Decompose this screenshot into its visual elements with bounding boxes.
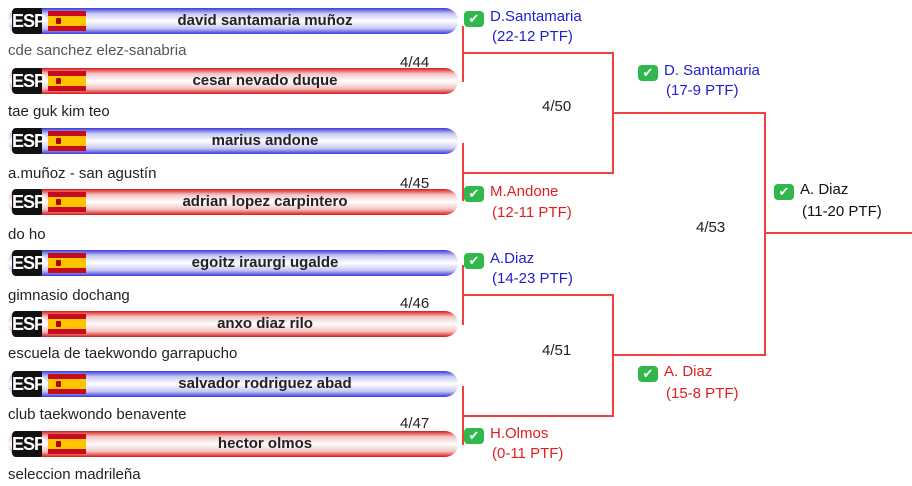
country-badge: ESP bbox=[12, 371, 46, 397]
competitor-name: anxo diaz rilo bbox=[217, 315, 313, 332]
winner-name: D. Santamaria bbox=[664, 62, 760, 79]
competitor-club: a.muñoz - san agustín bbox=[8, 165, 157, 182]
competitor-club: escuela de taekwondo garrapucho bbox=[8, 345, 238, 362]
bracket-line bbox=[764, 112, 766, 356]
competitor-name: salvador rodriguez abad bbox=[178, 375, 352, 392]
bracket-line bbox=[612, 112, 766, 114]
bracket-line bbox=[462, 415, 614, 417]
competitor-club: tae guk kim teo bbox=[8, 103, 110, 120]
match-winner: ✔ A. Diaz bbox=[638, 362, 712, 382]
country-badge: ESP bbox=[12, 8, 46, 34]
winner-score: (11-20 PTF) bbox=[802, 203, 882, 220]
competitor-club: do ho bbox=[8, 226, 46, 243]
spain-flag-icon bbox=[48, 314, 86, 334]
spain-flag-icon bbox=[48, 131, 86, 151]
country-badge: ESP bbox=[12, 68, 46, 94]
competitor-name: cesar nevado duque bbox=[192, 72, 338, 89]
match-winner: ✔ D. Santamaria bbox=[638, 61, 760, 81]
competitor-bar: ESP marius andone bbox=[8, 128, 458, 154]
competitor-name: egoitz iraurgi ugalde bbox=[191, 254, 339, 271]
competitor-bar: ESP anxo diaz rilo bbox=[8, 311, 458, 337]
check-icon: ✔ bbox=[774, 184, 794, 200]
competitor-bar: ESP egoitz iraurgi ugalde bbox=[8, 250, 458, 276]
competitor-club: club taekwondo benavente bbox=[8, 406, 187, 423]
check-icon: ✔ bbox=[638, 366, 658, 382]
spain-flag-icon bbox=[48, 374, 86, 394]
bracket-line bbox=[462, 294, 614, 296]
winner-name: M.Andone bbox=[490, 183, 559, 200]
match-winner: ✔ A.Diaz bbox=[464, 249, 534, 269]
bracket-line bbox=[462, 52, 614, 54]
spain-flag-icon bbox=[48, 192, 86, 212]
winner-score: (12-11 PTF) bbox=[492, 204, 572, 221]
competitor-club: seleccion madrileña bbox=[8, 466, 141, 483]
winner-name: A.Diaz bbox=[490, 250, 535, 267]
winner-name: H.Olmos bbox=[490, 425, 549, 442]
competitor-name: david santamaria muñoz bbox=[177, 12, 353, 29]
bracket-line bbox=[462, 26, 464, 82]
spain-flag-icon bbox=[48, 253, 86, 273]
match-winner: ✔ H.Olmos bbox=[464, 424, 548, 444]
bracket-line bbox=[462, 172, 614, 174]
bracket-line bbox=[764, 232, 912, 234]
spain-flag-icon bbox=[48, 71, 86, 91]
country-badge: ESP bbox=[12, 189, 46, 215]
winner-score: (0-11 PTF) bbox=[492, 445, 564, 462]
match-number: 4/51 bbox=[542, 342, 572, 359]
competitor-club: gimnasio dochang bbox=[8, 287, 130, 304]
competitor-name: marius andone bbox=[211, 132, 319, 149]
check-icon: ✔ bbox=[464, 253, 484, 269]
spain-flag-icon bbox=[48, 434, 86, 454]
match-winner: ✔ M.Andone bbox=[464, 182, 558, 202]
competitor-bar: ESP cesar nevado duque bbox=[8, 68, 458, 94]
check-icon: ✔ bbox=[464, 186, 484, 202]
country-badge: ESP bbox=[12, 250, 46, 276]
competitor-bar: ESP hector olmos bbox=[8, 431, 458, 457]
match-number: 4/47 bbox=[400, 415, 430, 432]
competitor-name: hector olmos bbox=[217, 435, 313, 452]
winner-score: (15-8 PTF) bbox=[666, 385, 739, 402]
competitor-club: cde sanchez elez-sanabria bbox=[8, 42, 187, 59]
winner-name: D.Santamaria bbox=[490, 8, 582, 25]
winner-score: (22-12 PTF) bbox=[492, 28, 573, 45]
match-number: 4/44 bbox=[400, 54, 430, 71]
winner-name: A. Diaz bbox=[664, 363, 713, 380]
check-icon: ✔ bbox=[464, 428, 484, 444]
spain-flag-icon bbox=[48, 11, 86, 31]
competitor-name: adrian lopez carpintero bbox=[182, 193, 348, 210]
competitor-bar: ESP david santamaria muñoz bbox=[8, 8, 458, 34]
winner-score: (14-23 PTF) bbox=[492, 270, 573, 287]
check-icon: ✔ bbox=[464, 11, 484, 27]
match-number: 4/46 bbox=[400, 295, 430, 312]
country-badge: ESP bbox=[12, 128, 46, 154]
competitor-bar: ESP salvador rodriguez abad bbox=[8, 371, 458, 397]
country-badge: ESP bbox=[12, 311, 46, 337]
match-number: 4/53 bbox=[696, 219, 726, 236]
tournament-winner: ✔ A. Diaz bbox=[774, 180, 848, 200]
check-icon: ✔ bbox=[638, 65, 658, 81]
match-winner: ✔ D.Santamaria bbox=[464, 7, 582, 27]
winner-score: (17-9 PTF) bbox=[666, 82, 739, 99]
match-number: 4/50 bbox=[542, 98, 572, 115]
country-badge: ESP bbox=[12, 431, 46, 457]
match-number: 4/45 bbox=[400, 175, 430, 192]
bracket-line bbox=[612, 354, 766, 356]
winner-name: A. Diaz bbox=[800, 181, 849, 198]
competitor-bar: ESP adrian lopez carpintero bbox=[8, 189, 458, 215]
